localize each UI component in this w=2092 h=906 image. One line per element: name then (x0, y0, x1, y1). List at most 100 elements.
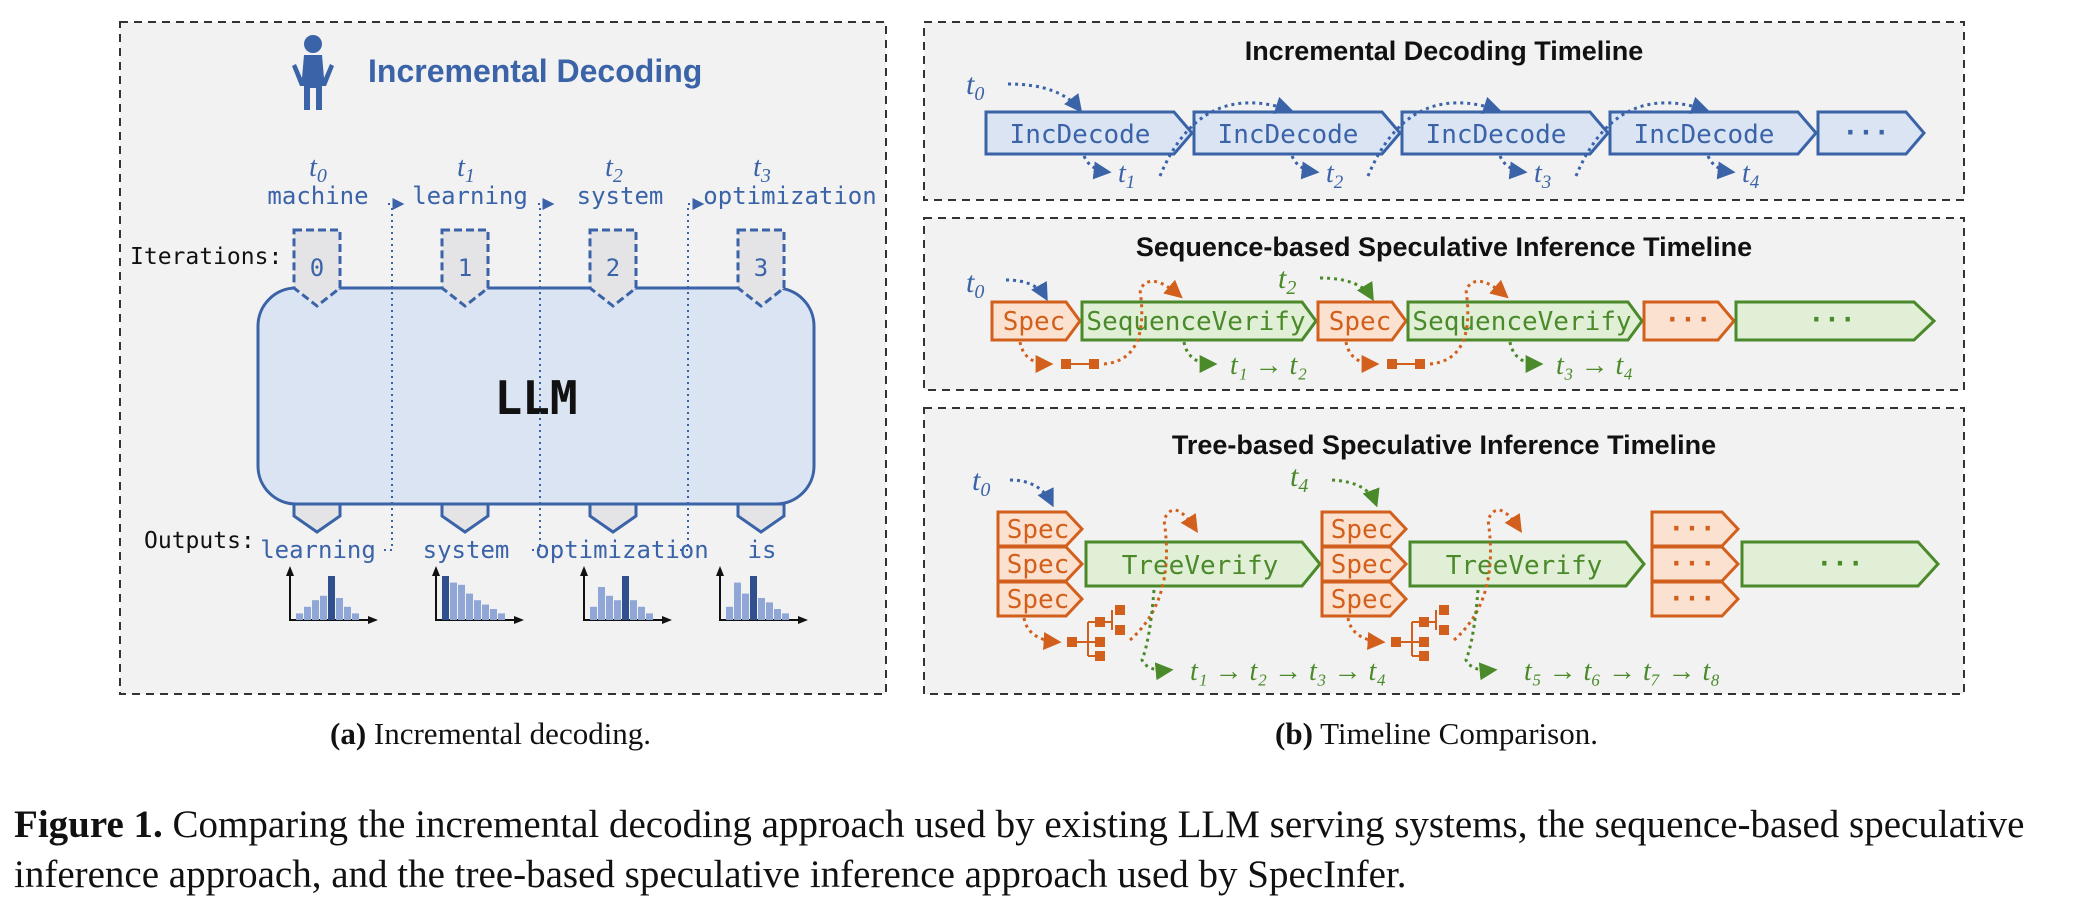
axis-arrow (368, 616, 378, 624)
caption-b: (b) Timeline Comparison. (1275, 716, 1598, 751)
distribution-bar (750, 576, 757, 620)
incdecode-ellipsis: ··· (1843, 118, 1890, 148)
distribution-bar (312, 600, 319, 620)
distribution-bar (590, 606, 597, 620)
axis-arrow (716, 566, 724, 576)
distribution-bar (782, 613, 789, 620)
output-word-3: is (748, 536, 777, 564)
incdecode-blocks (984, 110, 1926, 156)
token-t1: t1 (457, 152, 475, 187)
distribution-bar (758, 598, 765, 620)
incdecode-label-3: IncDecode (1426, 120, 1567, 150)
seq-ellipsis-1: ··· (1665, 305, 1712, 335)
inc-out-token-4: t4 (1742, 158, 1760, 193)
person-icon (292, 35, 334, 110)
token-t0: t0 (309, 152, 327, 187)
iterations-label: Iterations: (130, 244, 282, 270)
tree-spec-1c: Spec (1007, 585, 1070, 615)
distribution-bar (344, 606, 351, 620)
tree-ellipsis-4: ··· (1817, 549, 1864, 579)
distribution-bar (336, 598, 343, 620)
seq-spec-2: Spec (1329, 307, 1392, 337)
distribution-bar (450, 582, 457, 620)
token-tree-icon (1067, 605, 1125, 661)
tree-spec-1a: Spec (1007, 515, 1070, 545)
seq-start-token-2: t2 (1278, 262, 1296, 299)
inc-out-token-2: t2 (1326, 158, 1344, 193)
iteration-1: 1 (458, 254, 472, 282)
distribution-bar (458, 584, 465, 620)
distribution-bar (474, 600, 481, 620)
tree-result-2: t₅ → t₆ → t₇ → t₈ (1524, 656, 1720, 687)
token-t2: t2 (605, 152, 623, 187)
output-word-2: optimization (535, 536, 708, 564)
distribution-bar (766, 602, 773, 620)
seq-verify-1: SequenceVerify (1086, 307, 1305, 337)
tree-ellipsis-1: ··· (1669, 514, 1716, 544)
distribution-bar (622, 576, 629, 620)
distribution-bar (742, 593, 749, 620)
outputs-label: Outputs: (144, 528, 255, 554)
distribution-bar (726, 606, 733, 620)
distribution-bar (774, 609, 781, 620)
iteration-2: 2 (606, 254, 620, 282)
distribution-bar (304, 606, 311, 620)
input-word-0: machine (267, 182, 368, 210)
llm-box (256, 286, 816, 506)
seq-spec-1: Spec (1003, 307, 1066, 337)
tree-spec-2a: Spec (1331, 515, 1394, 545)
tree-result-1: t₁ → t₂ → t₃ → t₄ (1190, 656, 1386, 687)
inc-out-token-1: t1 (1118, 158, 1135, 193)
iteration-tabs (292, 228, 786, 308)
tree-spec-2c: Spec (1331, 585, 1394, 615)
output-word-0: learning (260, 536, 376, 564)
iteration-0: 0 (310, 254, 324, 282)
panel-a: Incremental Decoding t0 t1 t2 t3 machine… (119, 21, 887, 695)
token-tree-icon (1391, 605, 1449, 661)
distribution-bar (490, 609, 497, 620)
axis-arrow (286, 566, 294, 576)
input-word-3: optimization (703, 182, 876, 210)
incdecode-label-2: IncDecode (1218, 120, 1359, 150)
inc-start-token: t0 (966, 68, 984, 105)
distribution-bar (630, 600, 637, 620)
distribution-bar (328, 576, 335, 620)
distribution-bar (614, 600, 621, 620)
axis-arrow (432, 566, 440, 576)
tree-ellipsis-3: ··· (1669, 584, 1716, 614)
output-tabs (292, 502, 786, 534)
distribution-bar (598, 587, 605, 620)
sequence-title: Sequence-based Speculative Inference Tim… (1136, 232, 1752, 262)
tree-ellipsis-2: ··· (1669, 549, 1716, 579)
sequence-blocks (990, 300, 1937, 342)
llm-label: LLM (494, 371, 577, 425)
distribution-bar (638, 606, 645, 620)
distribution-bar (734, 582, 741, 620)
axis-arrow (662, 616, 672, 624)
tree-start-token-2: t4 (1290, 460, 1308, 497)
incdecode-label-1: IncDecode (1010, 120, 1151, 150)
output-distributions (286, 566, 808, 624)
distribution-chart (580, 566, 672, 624)
distribution-bar (320, 595, 327, 620)
figure-diagram: Incremental Decoding t0 t1 t2 t3 machine… (119, 21, 1965, 695)
incremental-title: Incremental Decoding Timeline (1245, 36, 1644, 66)
seq-verify-2: SequenceVerify (1412, 307, 1631, 337)
distribution-chart (432, 566, 524, 624)
panel-a-title: Incremental Decoding (368, 53, 702, 89)
caption-a: (a) Incremental decoding. (330, 716, 652, 751)
figure-caption: Figure 1. Comparing the incremental deco… (14, 803, 2025, 896)
input-word-1: learning (412, 182, 528, 210)
token-sequence-icon (1061, 359, 1425, 369)
axis-arrow (798, 616, 808, 624)
seq-result-1: t₁ → t₂ (1230, 350, 1307, 381)
input-word-2: system (577, 182, 664, 210)
distribution-chart (716, 566, 808, 624)
distribution-bar (498, 613, 505, 620)
token-t3: t3 (753, 152, 771, 187)
axis-arrow (580, 566, 588, 576)
iteration-3: 3 (754, 254, 768, 282)
output-word-1: system (423, 536, 510, 564)
tree-title: Tree-based Speculative Inference Timelin… (1172, 430, 1716, 460)
distribution-bar (352, 613, 359, 620)
